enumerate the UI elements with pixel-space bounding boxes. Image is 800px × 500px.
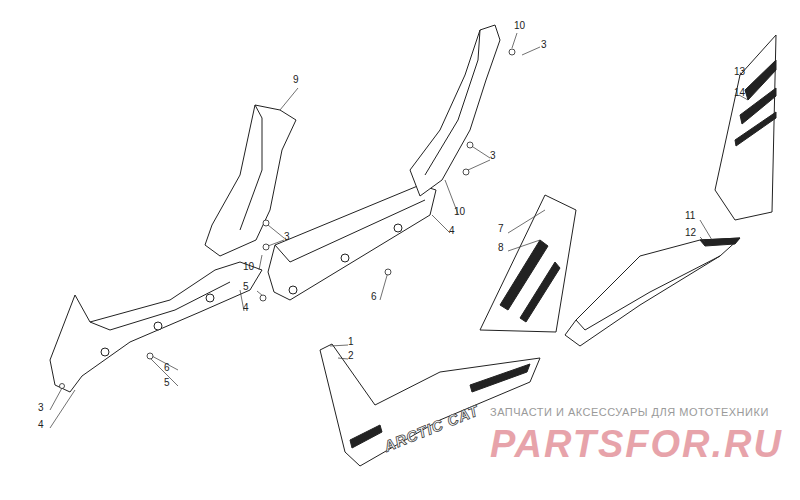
callout-number: 3 xyxy=(38,403,44,413)
callout-number: 3 xyxy=(541,40,547,50)
callout-number: 8 xyxy=(498,243,504,253)
callout-number: 10 xyxy=(454,207,465,217)
callout-number: 6 xyxy=(164,363,170,373)
callout-number: 10 xyxy=(514,21,525,31)
callout-number: 12 xyxy=(685,228,696,238)
callout-number: 3 xyxy=(490,151,496,161)
callout-number: 11 xyxy=(685,211,695,221)
callout-number: 14 xyxy=(734,88,745,98)
callout-number: 3 xyxy=(284,232,290,242)
callout-number: 10 xyxy=(243,262,254,272)
callout-number: 6 xyxy=(371,292,377,302)
callout-number: 5 xyxy=(243,282,249,292)
callout-number: 9 xyxy=(293,75,299,85)
watermark-logo: PARTSFOR.RU xyxy=(490,425,783,463)
callout-number: 13 xyxy=(734,67,745,77)
callout-number: 1 xyxy=(348,337,354,347)
callout-number: 4 xyxy=(38,420,44,430)
callout-number: 5 xyxy=(164,378,170,388)
callout-number: 4 xyxy=(449,226,455,236)
callout-number: 7 xyxy=(498,224,504,234)
callout-number: 4 xyxy=(243,303,249,313)
watermark-text: ЗАПЧАСТИ И АКСЕССУАРЫ ДЛЯ МОТОТЕХНИКИ xyxy=(490,407,769,418)
callout-number: 2 xyxy=(348,351,354,361)
